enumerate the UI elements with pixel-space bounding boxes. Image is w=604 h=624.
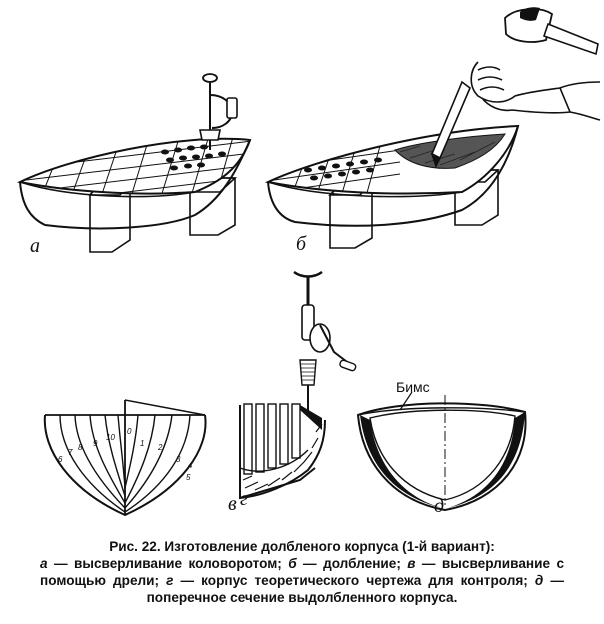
beam-label: Бимс (396, 379, 430, 395)
panel-label-d: д (434, 495, 444, 517)
panel-g-drawing (43, 399, 207, 517)
caption-text: — высверливание с помощью дрели; (40, 556, 565, 588)
caption-letter: а (40, 556, 48, 571)
station-number: 2 (157, 443, 163, 452)
panel-label-g: г (240, 488, 248, 510)
figure-drawing: а б в г д Бимс 1 2 3 4 5 6 7 8 9 10 0 (16, 7, 601, 517)
caption-text: — поперечное сечение выдолбленного корпу… (146, 573, 564, 605)
panel-label-b: б (296, 233, 307, 255)
caption-text: — долбление; (296, 556, 408, 571)
panel-v-drawing (239, 270, 357, 500)
panel-d-drawing (356, 391, 527, 512)
panel-label-a: а (30, 235, 40, 257)
panel-label-v: в (228, 493, 237, 515)
station-number: 9 (93, 439, 98, 448)
panel-b-drawing (264, 7, 601, 249)
caption-letter: в (407, 556, 416, 571)
caption-letter: б (288, 556, 297, 571)
station-number: 0 (127, 427, 132, 436)
station-number: 8 (78, 443, 83, 452)
panel-a-drawing (16, 73, 252, 253)
station-number: 1 (140, 439, 144, 448)
station-number: 7 (68, 448, 73, 457)
station-number: 3 (176, 455, 181, 464)
station-number: 10 (106, 433, 115, 442)
caption-body: а — высверливание коловоротом; б — долбл… (40, 555, 564, 606)
caption-title: Рис. 22. Изготовление долбленого корпуса… (109, 539, 495, 554)
station-number: 5 (186, 473, 191, 482)
station-number: 4 (188, 461, 193, 470)
figure-caption: Рис. 22. Изготовление долбленого корпуса… (40, 538, 564, 606)
caption-text: — высверливание коловоротом; (47, 556, 289, 571)
caption-letter: г (166, 573, 174, 588)
caption-text: — корпус теоретического чертежа для конт… (173, 573, 535, 588)
caption-letter: д (534, 573, 544, 588)
station-number: 6 (58, 455, 63, 464)
